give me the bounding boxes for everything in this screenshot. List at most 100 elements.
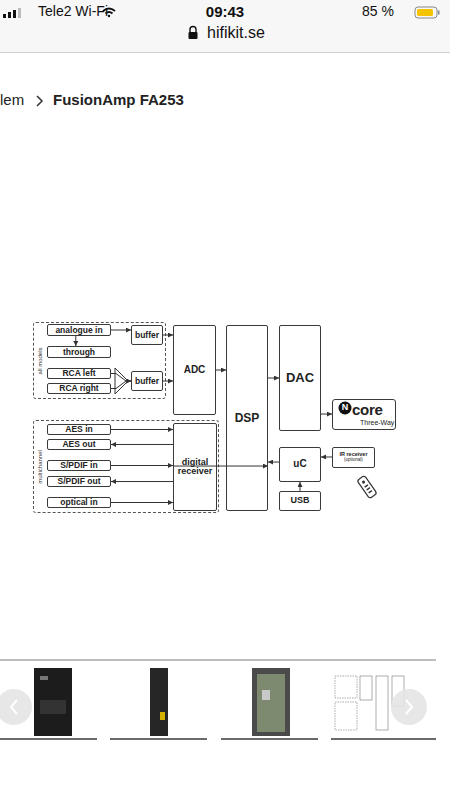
wifi-dot xyxy=(108,15,110,17)
node-text: DAC xyxy=(286,371,314,385)
node-text: core xyxy=(352,402,383,418)
thumbnail-underline xyxy=(0,738,97,740)
signal-arrow xyxy=(75,336,76,346)
remote-button xyxy=(366,487,370,491)
signal-arrow xyxy=(163,381,173,382)
thumbnail-detail xyxy=(335,702,357,730)
output-box: AES out xyxy=(47,439,111,450)
signal-arrow xyxy=(111,330,131,331)
node-text: buffer xyxy=(135,331,159,340)
browser-bar xyxy=(0,0,450,52)
signal-icon xyxy=(3,8,21,18)
thumbnail-detail xyxy=(40,700,66,714)
logo-letter: N xyxy=(342,403,349,413)
process-box: ADC xyxy=(173,325,216,415)
thumbnail-device xyxy=(150,668,168,736)
remote-button xyxy=(361,480,365,484)
node-subtext: Three-Way xyxy=(360,419,394,426)
signal-arrow xyxy=(111,502,173,503)
signal-bar xyxy=(3,14,6,18)
ui-text: 09:43 xyxy=(206,4,244,21)
node-text: analogue in xyxy=(55,326,102,335)
port-box: USB xyxy=(279,491,321,511)
remote-body xyxy=(357,475,377,498)
arrow-chevron xyxy=(11,700,17,714)
amp-triangle xyxy=(115,368,128,394)
signal-arrow xyxy=(216,370,226,371)
thumbnail-underline xyxy=(110,738,207,740)
node-text: multichannel xyxy=(37,450,43,484)
thumbnail-board xyxy=(257,674,285,732)
arrow-button xyxy=(0,689,32,725)
thumbnail xyxy=(110,668,207,740)
node-text: uC xyxy=(293,459,306,470)
carousel-next xyxy=(391,689,427,725)
ui-text: hifikit.se xyxy=(207,24,265,42)
thumbnail-device xyxy=(252,668,290,736)
node-text: AES out xyxy=(62,440,95,449)
node-text: through xyxy=(63,348,95,357)
ui-text: Tele2 Wi-Fi xyxy=(38,4,108,19)
breadcrumb-chevron xyxy=(37,96,42,106)
node-text: optical in xyxy=(60,498,97,507)
arrow-chevron xyxy=(406,700,412,714)
bar-separator xyxy=(0,52,450,53)
input-box: AES in xyxy=(47,424,111,435)
node-subtext: (optional) xyxy=(344,458,363,463)
signal-arrow xyxy=(111,481,173,482)
node-text: RCA right xyxy=(59,384,98,393)
input-box: through xyxy=(47,346,111,358)
signal-arrow xyxy=(111,444,173,445)
battery-case xyxy=(415,7,437,18)
receiver-box: IR receiver(optional) xyxy=(332,447,375,468)
ncore-logo-circle xyxy=(339,402,352,415)
input-box: RCA right xyxy=(47,383,111,394)
thumbnail-underline xyxy=(221,738,318,740)
node-text: DSP xyxy=(235,412,260,425)
node-text: S/PDIF out xyxy=(58,477,101,486)
group-band: multichannel AES in AES outS/PDIF in S/PDIF… xyxy=(33,420,219,513)
thumbnail-underline xyxy=(331,738,436,740)
lock-icon xyxy=(189,27,198,39)
node-text: all models xyxy=(37,347,43,374)
signal-arrow xyxy=(300,482,301,491)
node-text: buffer xyxy=(135,377,159,386)
buffer-box: buffer xyxy=(131,371,163,391)
thumbnail-detail xyxy=(40,676,48,680)
battery-level xyxy=(417,9,433,16)
ui-text: lem xyxy=(0,92,24,109)
remote-button xyxy=(364,484,368,488)
page-heading: FusionAmp FA253 xyxy=(53,92,184,109)
input-box: RCA left xyxy=(47,368,111,379)
thumbnail-detail xyxy=(160,712,165,720)
signal-arrow xyxy=(111,374,131,382)
thumbnail-detail xyxy=(360,676,372,700)
input-box: analogue in xyxy=(47,324,111,336)
thumbnail-detail xyxy=(335,676,357,698)
signal-arrow xyxy=(268,462,279,463)
node-text: AES in xyxy=(65,425,92,434)
node-text: ADC xyxy=(184,365,206,376)
thumbnail xyxy=(0,668,97,740)
signal-arrow xyxy=(321,414,332,415)
signal-arrow xyxy=(111,465,173,466)
node-text: USB xyxy=(290,496,309,505)
battery-nub xyxy=(438,11,440,15)
amplifier-box: coreThree-Way xyxy=(332,399,396,430)
signal-arrow xyxy=(321,456,332,457)
signal-arrow xyxy=(111,429,173,430)
thumbnail-device xyxy=(34,668,72,736)
arrow-button xyxy=(391,689,427,725)
signal-arrow xyxy=(163,335,173,336)
input-box: S/PDIF in xyxy=(47,460,111,471)
group-band: all models analogue in throughRCA leftRCA … xyxy=(33,322,166,399)
remote-icon xyxy=(357,475,377,498)
signal-arrow xyxy=(268,378,279,379)
process-box: digital receiver xyxy=(173,423,217,511)
thumbnail-detail xyxy=(376,676,388,730)
signal-bar xyxy=(13,10,16,18)
buffer-box: buffer xyxy=(131,325,163,345)
input-box: optical in xyxy=(47,497,111,508)
